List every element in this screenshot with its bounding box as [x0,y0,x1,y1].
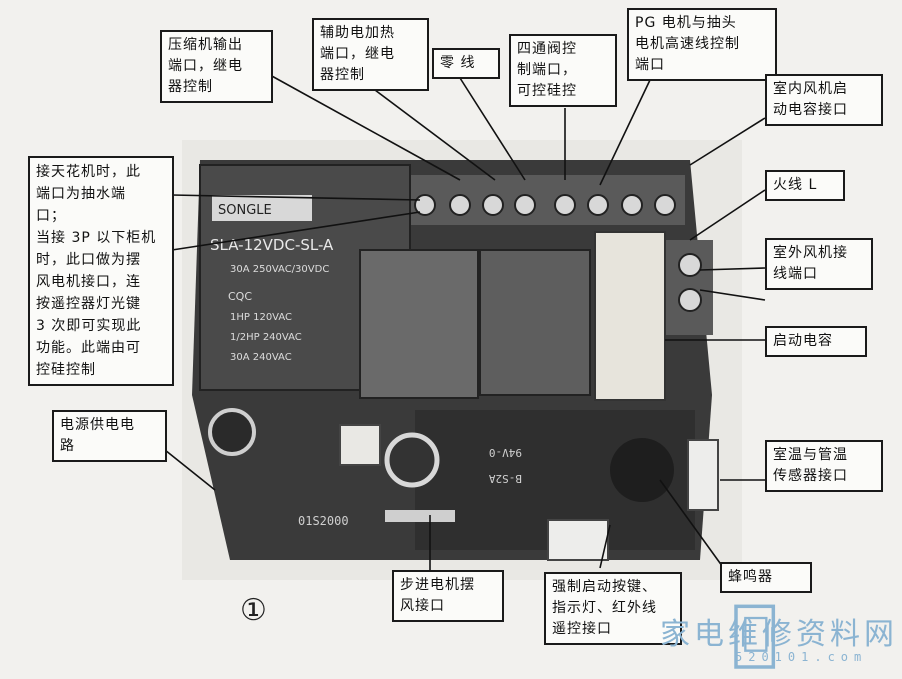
relay-a-text: 30A 240VAC [230,352,292,363]
label-line: 室外风机接 [773,245,848,261]
label-line: PG 电机与抽头 [635,15,737,31]
relay-model-text: SLA-12VDC-SL-A [210,236,334,254]
terminal-screw [554,194,576,216]
label-indoor-fan-capacitor: 室内风机启 动电容接口 [765,74,883,126]
label-line: 控硅控制 [36,362,96,378]
terminal-screw [654,194,676,216]
label-line: 制端口， [517,62,577,78]
watermark-logo-icon [734,604,776,669]
watermark-url: 520101.com [735,650,868,664]
label-line: 室温与管温 [773,447,848,463]
label-line: 压缩机输出 [168,37,243,53]
terminal-screw [678,288,702,312]
label-force-start: 强制启动按键、 指示灯、红外线 遥控接口 [544,572,682,645]
label-line: 火线 L [773,177,818,193]
sensor-connector [687,439,719,511]
label-start-capacitor: 启动电容 [765,326,867,357]
label-pg-motor: PG 电机与抽头 电机高速线控制 端口 [627,8,777,81]
label-line: 接天花机时，此 [36,164,141,180]
label-line: 功能。此端由可 [36,340,141,356]
filter-capacitor [384,432,440,488]
label-line: 强制启动按键、 [552,579,657,595]
power-capacitor [208,408,256,456]
leader-lines [164,74,766,571]
label-aux-heater: 辅助电加热 端口，继电 器控制 [312,18,429,91]
label-buzzer: 蜂鸣器 [720,562,812,593]
label-line: 电机高速线控制 [635,36,740,52]
label-ceiling-unit-port: 接天花机时，此 端口为抽水端 口； 当接 3P 以下柜机 时，此口做为摆 风电机… [28,156,174,386]
label-line: 端口 [635,57,665,73]
stepper-pins [385,510,455,522]
label-line: 器控制 [168,79,213,95]
label-line: 辅助电加热 [320,25,395,41]
chip-code-2: 94V-0 [489,446,522,459]
pcb-code: 01S2000 [298,514,349,528]
label-line: 器控制 [320,67,365,83]
label-line: 时，此口做为摆 [36,252,141,268]
terminal-screw [449,194,471,216]
label-line: 端口，继电 [320,46,395,62]
label-line: 可控硅控 [517,83,577,99]
label-line: 蜂鸣器 [728,569,773,585]
label-line: 线端口 [773,266,818,282]
label-line: 传感器接口 [773,468,848,484]
label-four-way-valve: 四通阀控 制端口， 可控硅控 [509,34,617,107]
label-line: 端口为抽水端 [36,186,126,202]
terminal-strip [405,175,685,225]
terminal-screw [587,194,609,216]
label-line: 口； [36,208,66,224]
cqc-text: CQC [228,290,252,303]
relay-hp1-text: 1HP 120VAC [230,312,292,323]
figure-number: ① [240,593,267,628]
label-line: 四通阀控 [517,41,577,57]
terminal-screw [514,194,536,216]
label-line: 遥控接口 [552,621,612,637]
label-line: 步进电机摆 [400,577,475,593]
label-stepper-motor: 步进电机摆 风接口 [392,570,504,622]
label-outdoor-fan: 室外风机接 线端口 [765,238,873,290]
start-capacitor [594,231,666,401]
terminal-screw [482,194,504,216]
terminal-screw [678,253,702,277]
relay-brand-text: SONGLE [218,203,272,218]
terminal-screw [621,194,643,216]
label-line: 指示灯、红外线 [552,600,657,616]
relay-logo-bar [212,195,312,221]
label-line: 电源供电电 [60,417,135,433]
label-line: 3 次即可实现此 [36,318,142,334]
small-relay-2 [479,249,591,396]
label-line: 动电容接口 [773,102,848,118]
chip-code-1: B-S2A [489,472,522,485]
label-temp-sensor: 室温与管温 传感器接口 [765,440,883,492]
label-line: 风接口 [400,598,445,614]
label-line: 按遥控器灯光键 [36,296,141,312]
label-power-supply: 电源供电电 路 [52,410,167,462]
relay-hp2-text: 1/2HP 240VAC [230,332,302,343]
label-live-wire: 火线 L [765,170,845,201]
remote-connector [547,519,609,561]
label-neutral: 零 线 [432,48,500,79]
label-line: 零 线 [440,55,476,71]
buzzer [610,438,674,502]
watermark-text: 家电维修资料网 [660,617,898,652]
label-compressor-output: 压缩机输出 端口，继电 器控制 [160,30,273,103]
relay-rating-text: 30A 250VAC/30VDC [230,264,329,275]
label-line: 启动电容 [773,333,833,349]
label-line: 当接 3P 以下柜机 [36,230,157,246]
label-line: 端口，继电 [168,58,243,74]
label-line: 室内风机启 [773,81,848,97]
label-line: 路 [60,438,75,454]
small-relay-1 [359,249,479,399]
transformer [339,424,381,466]
label-line: 风电机接口，连 [36,274,141,290]
